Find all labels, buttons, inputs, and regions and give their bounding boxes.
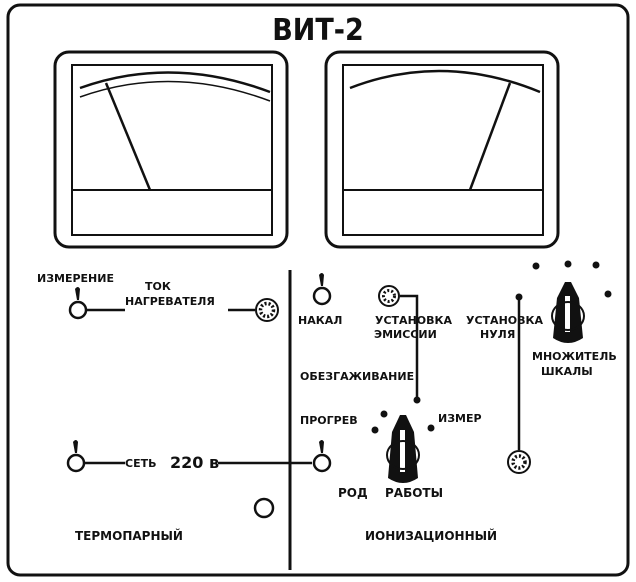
tok-label: ТОК: [145, 280, 171, 293]
indicator-lamp: [253, 497, 275, 519]
wire: [400, 294, 419, 400]
position-dot: [604, 290, 612, 298]
gauge-needle: [104, 82, 152, 191]
filament-toggle-switch[interactable]: [312, 273, 332, 306]
position-dot: [413, 396, 421, 404]
obezgazhivanie-label: ОБЕЗГАЖИВАНИЕ: [300, 370, 414, 383]
emission-set-knob[interactable]: [378, 285, 400, 307]
socket-pin-icon: [319, 440, 324, 453]
gauge-scale-arc: [349, 69, 541, 94]
panel-title: ВИТ-2: [272, 13, 364, 48]
raboty-label: РАБОТЫ: [385, 486, 443, 500]
operating-mode-selector-knob[interactable]: [386, 415, 420, 483]
mains-toggle-switch[interactable]: [66, 440, 86, 473]
position-dot: [427, 424, 435, 432]
position-dot: [532, 262, 540, 270]
mnozhitel-label-2: ШКАЛЫ: [541, 365, 593, 378]
ustanovka-nulya-label-2: НУЛЯ: [480, 328, 515, 341]
rod-label: РОД: [338, 486, 368, 500]
ustanovka-emissii-label-1: УСТАНОВКА: [375, 314, 453, 327]
set-label: СЕТЬ: [125, 457, 156, 470]
thermocouple-gauge: [53, 50, 289, 249]
gauge-scale-arc: [79, 80, 271, 102]
mains-indicator-socket: [312, 453, 332, 473]
position-dot: [371, 426, 379, 434]
progrev-label: ПРОГРЕВ: [300, 414, 358, 427]
scale-multiplier-selector-knob[interactable]: [551, 282, 585, 343]
ustanovka-nulya-label-1: УСТАНОВКА: [466, 314, 544, 327]
zero-set-knob[interactable]: [507, 450, 531, 474]
measurement-toggle-switch[interactable]: [68, 287, 88, 320]
position-dot: [564, 260, 572, 268]
position-dot: [592, 261, 600, 269]
position-dot: [380, 410, 388, 418]
ionizatsionny-label: ИОНИЗАЦИОННЫЙ: [365, 528, 497, 543]
izmer-label: ИЗМЕР: [438, 412, 482, 425]
mnozhitel-label-1: МНОЖИТЕЛЬ: [532, 350, 617, 363]
izmerenie-label: ИЗМЕРЕНИЕ: [37, 272, 114, 285]
ustanovka-emissii-label-2: ЭМИССИИ: [374, 328, 437, 341]
nakal-label: НАКАЛ: [298, 314, 342, 327]
panel-frame: [6, 3, 630, 577]
heater-current-knob[interactable]: [255, 298, 279, 322]
gauge-needle: [468, 82, 512, 191]
termoparny-label: ТЕРМОПАРНЫЙ: [75, 528, 183, 543]
nagrevatelya-label: НАГРЕВАТЕЛЯ: [125, 295, 215, 308]
voltage-label: 220 в: [170, 453, 219, 472]
ionization-gauge: [324, 50, 560, 249]
gauge-scale-arc: [79, 71, 271, 94]
